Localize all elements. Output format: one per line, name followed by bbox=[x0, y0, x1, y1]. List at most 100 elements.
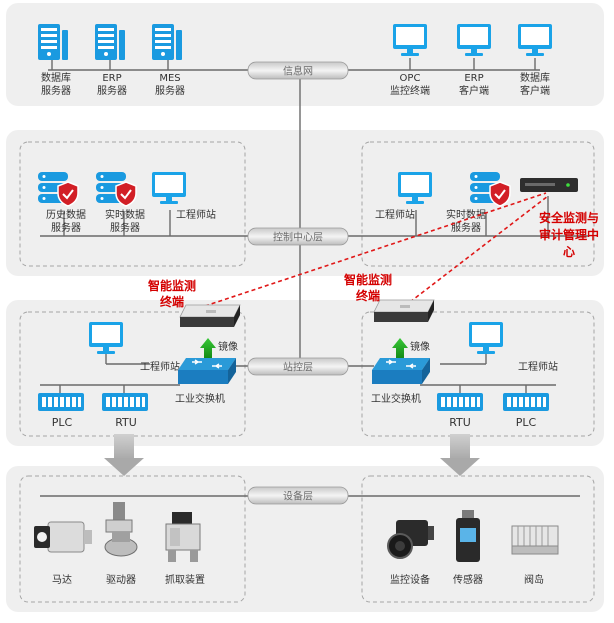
switch-right-label: 工业交换机 bbox=[371, 392, 421, 405]
audit-center-node: 安全监测与 审计管理中 心 bbox=[520, 178, 599, 259]
layer-bar-info: 信息网 bbox=[247, 61, 349, 80]
arrow-up-icon bbox=[392, 338, 408, 358]
plc-right: PLC bbox=[503, 393, 549, 429]
layer-label-device: 设备层 bbox=[283, 490, 313, 503]
valve-island-node: 阀岛 bbox=[511, 525, 559, 586]
erp-server-node: ERP 服务器 bbox=[95, 24, 127, 97]
valve-island-label: 阀岛 bbox=[524, 573, 544, 586]
industrial-switch-left: 工业交换机 bbox=[175, 357, 237, 405]
history-server-node: 历史数据 服务器 bbox=[38, 172, 86, 234]
engineer-station-control-right: 工程师站 bbox=[375, 172, 432, 221]
switch-left-label: 工业交换机 bbox=[175, 392, 225, 405]
monitor-device-node: 监控设备 bbox=[387, 520, 434, 586]
erp-client-label-2: 客户端 bbox=[459, 84, 489, 97]
layer-bar-device: 设备层 bbox=[247, 486, 349, 505]
mirror-right-label: 镜像 bbox=[410, 340, 430, 353]
history-server-label-2: 服务器 bbox=[51, 221, 81, 234]
mes-server-label-2: 服务器 bbox=[155, 84, 185, 97]
arrow-up-icon bbox=[200, 338, 216, 358]
layer-label-control: 控制中心层 bbox=[273, 231, 323, 244]
rack-appliance-icon bbox=[520, 178, 578, 192]
db-client-node: 数据库 客户端 bbox=[518, 24, 552, 97]
terminal-icon bbox=[179, 304, 241, 328]
motor-icon bbox=[34, 521, 92, 553]
erp-client-node: ERP 客户端 bbox=[457, 24, 491, 97]
realtime-right-label-2: 服务器 bbox=[451, 221, 481, 234]
audit-label-2: 审计管理中 bbox=[539, 227, 599, 242]
monitor-device-label: 监控设备 bbox=[390, 573, 430, 586]
rtu-right-label: RTU bbox=[449, 416, 471, 429]
controller-module-icon bbox=[503, 393, 549, 411]
controller-module-icon bbox=[437, 393, 483, 411]
controller-module-icon bbox=[38, 393, 84, 411]
monitoring-links bbox=[204, 192, 549, 307]
mirror-right: 镜像 bbox=[392, 338, 430, 358]
driver-icon bbox=[104, 502, 138, 557]
engineer-left-label: 工程师站 bbox=[140, 360, 180, 373]
smart-terminal-right: 智能监测 终端 bbox=[343, 272, 435, 323]
audit-label-1: 安全监测与 bbox=[539, 210, 599, 225]
terminal-left-label-2: 终端 bbox=[160, 294, 184, 309]
opc-label-1: OPC bbox=[400, 73, 421, 84]
rtu-left-label: RTU bbox=[115, 416, 137, 429]
db-server-label-1: 数据库 bbox=[41, 71, 71, 84]
industrial-switch-right: 工业交换机 bbox=[371, 357, 431, 405]
layer-bar-control: 控制中心层 bbox=[247, 227, 349, 246]
layer-label-info: 信息网 bbox=[283, 65, 313, 78]
engineer-station-right: 工程师站 bbox=[469, 322, 558, 373]
plc-left-label: PLC bbox=[52, 416, 73, 429]
engineer-station-control-left: 工程师站 bbox=[152, 172, 216, 221]
engineer-control-left-label: 工程师站 bbox=[176, 208, 216, 221]
shield-icon bbox=[489, 181, 511, 207]
terminal-right-label-1: 智能监测 bbox=[343, 272, 392, 287]
db-client-label-1: 数据库 bbox=[520, 71, 550, 84]
rtu-left: RTU bbox=[102, 393, 148, 429]
realtime-server-right-node: 实时数据 服务器 bbox=[446, 172, 511, 234]
engineer-station-left: 工程师站 bbox=[89, 322, 180, 373]
sensor-icon bbox=[456, 510, 480, 562]
motor-node: 马达 bbox=[34, 521, 92, 586]
smart-terminal-left: 智能监测 终端 bbox=[147, 278, 241, 328]
driver-label: 驱动器 bbox=[106, 574, 136, 586]
terminal-right-label-2: 终端 bbox=[356, 288, 380, 303]
erp-client-label-1: ERP bbox=[464, 73, 483, 84]
mirror-left: 镜像 bbox=[200, 338, 238, 358]
engineer-control-right-label: 工程师站 bbox=[375, 208, 415, 221]
mes-server-label-1: MES bbox=[159, 73, 180, 84]
opc-terminal-node: OPC 监控终端 bbox=[390, 24, 430, 97]
plc-right-label: PLC bbox=[516, 416, 537, 429]
layer-bar-station: 站控层 bbox=[247, 357, 349, 376]
shield-icon bbox=[115, 181, 137, 207]
mes-server-node: MES 服务器 bbox=[152, 24, 185, 97]
plc-left: PLC bbox=[38, 393, 84, 429]
erp-server-label-2: 服务器 bbox=[97, 84, 127, 97]
valve-island-icon bbox=[511, 525, 559, 555]
realtime-right-label-1: 实时数据 bbox=[446, 208, 486, 221]
driver-node: 驱动器 bbox=[104, 502, 138, 586]
switch-icon bbox=[177, 357, 237, 385]
layer-label-station: 站控层 bbox=[283, 361, 313, 374]
realtime-left-label-2: 服务器 bbox=[110, 221, 140, 234]
gripper-label: 抓取装置 bbox=[165, 573, 205, 586]
sensor-node: 传感器 bbox=[453, 510, 483, 586]
erp-server-label-1: ERP bbox=[102, 73, 121, 84]
control-layer bbox=[6, 130, 604, 276]
engineer-right-label: 工程师站 bbox=[518, 360, 558, 373]
audit-label-3: 心 bbox=[563, 245, 575, 259]
terminal-left-label-1: 智能监测 bbox=[147, 278, 196, 293]
db-server-node: 数据库 服务器 bbox=[38, 24, 71, 97]
db-client-label-2: 客户端 bbox=[520, 84, 550, 97]
history-server-label-1: 历史数据 bbox=[46, 208, 86, 221]
switch-icon bbox=[371, 357, 431, 385]
terminal-icon bbox=[373, 299, 435, 323]
motor-label: 马达 bbox=[52, 574, 72, 586]
realtime-server-left-node: 实时数据 服务器 bbox=[96, 172, 145, 234]
gripper-icon bbox=[165, 512, 201, 562]
db-server-label-2: 服务器 bbox=[41, 84, 71, 97]
opc-label-2: 监控终端 bbox=[390, 84, 430, 97]
realtime-left-label-1: 实时数据 bbox=[105, 208, 145, 221]
shield-icon bbox=[57, 181, 79, 207]
gripper-node: 抓取装置 bbox=[165, 512, 205, 586]
mirror-left-label: 镜像 bbox=[218, 340, 238, 353]
camera-icon bbox=[387, 520, 434, 559]
